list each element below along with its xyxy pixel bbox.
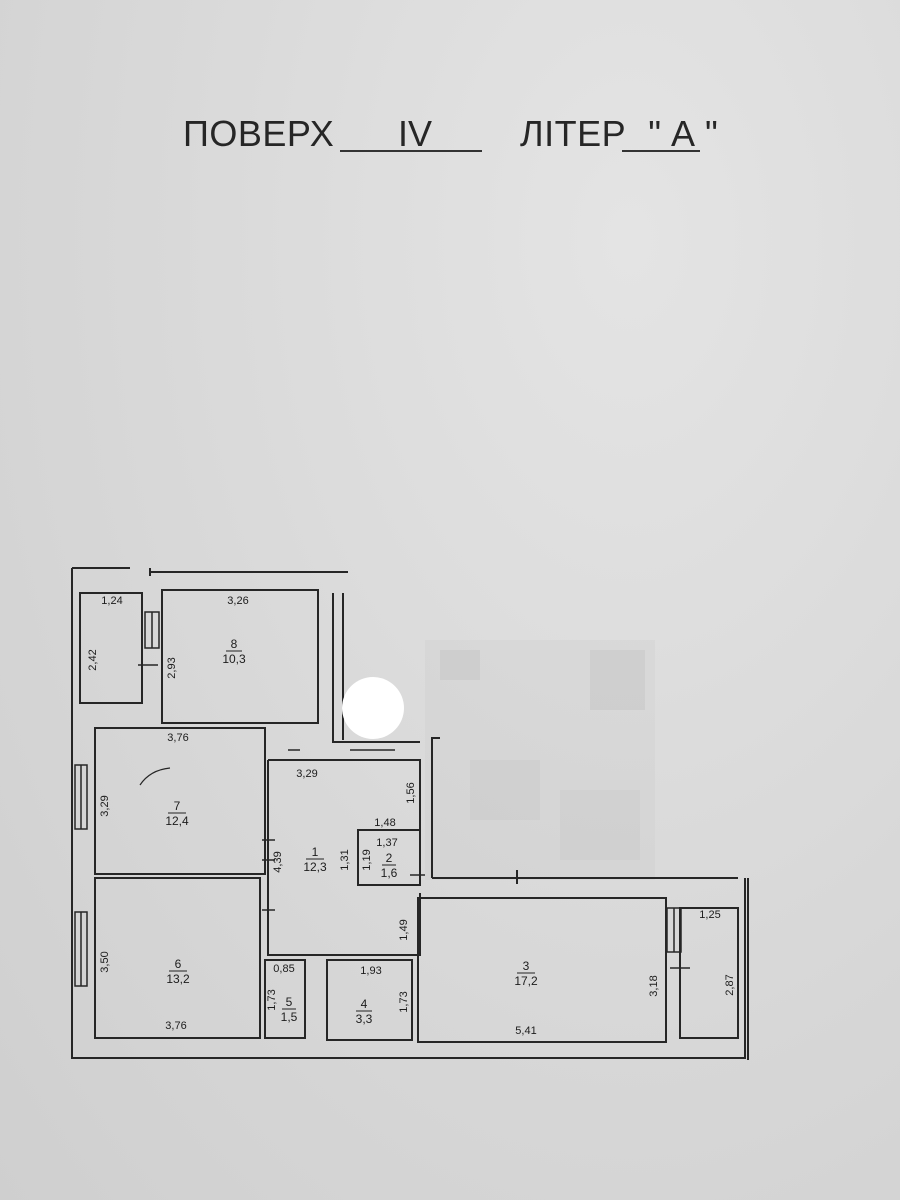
dim-1-48: 1,48 xyxy=(374,817,395,829)
room-2-number: 2 xyxy=(386,851,393,865)
dim-0-85: 0,85 xyxy=(273,963,294,975)
room-6-area: 13,2 xyxy=(166,972,190,986)
dim-3-18: 3,18 xyxy=(648,975,660,996)
dim-3-50: 3,50 xyxy=(99,951,111,972)
room-3-number: 3 xyxy=(523,959,530,973)
dim-1-25: 1,25 xyxy=(699,909,720,921)
room-6-number: 6 xyxy=(175,957,182,971)
dim-1-37: 1,37 xyxy=(376,837,397,849)
dim-1-73-room5: 1,73 xyxy=(266,989,278,1010)
window-markers xyxy=(74,611,690,987)
dim-1-56: 1,56 xyxy=(405,782,417,803)
dim-3-26: 3,26 xyxy=(227,595,248,607)
liter-underline xyxy=(622,150,700,152)
floor-value: IV xyxy=(397,113,432,154)
dim-1-24: 1,24 xyxy=(101,595,122,607)
room-2-area: 1,6 xyxy=(381,866,398,880)
dim-3-29-left: 3,29 xyxy=(99,795,111,816)
room-5-area: 1,5 xyxy=(281,1010,298,1024)
walls xyxy=(71,567,749,1060)
white-blot xyxy=(342,677,404,739)
dim-3-76-top: 3,76 xyxy=(167,732,188,744)
dim-1-73-room4: 1,73 xyxy=(398,991,410,1012)
dim-1-93: 1,93 xyxy=(360,965,381,977)
dim-1-31: 1,31 xyxy=(339,849,351,870)
dim-1-49: 1,49 xyxy=(398,919,410,940)
dim-3-29-corridor: 3,29 xyxy=(296,768,317,780)
room-8-area: 10,3 xyxy=(222,652,246,666)
liter-label: ЛІТЕР xyxy=(520,113,627,154)
dim-1-19: 1,19 xyxy=(361,849,373,870)
room-4-number: 4 xyxy=(361,997,368,1011)
dimension-labels: 1,24 2,42 3,26 2,93 3,76 3,29 3,29 1,56 … xyxy=(87,595,736,1037)
dim-2-87: 2,87 xyxy=(724,974,736,995)
room-labels: 8 10,3 7 12,4 1 12,3 2 1,6 6 13,2 3 17,2… xyxy=(165,637,538,1026)
plan-header: ПОВЕРХ IV ЛІТЕР " А " xyxy=(0,112,900,162)
door-swing-arc xyxy=(139,767,171,786)
dim-2-93: 2,93 xyxy=(166,657,178,678)
room-5-number: 5 xyxy=(286,995,293,1009)
room-1-area: 12,3 xyxy=(303,860,327,874)
liter-value: " А " xyxy=(648,113,718,154)
dim-2-42: 2,42 xyxy=(87,649,99,670)
dim-4-39: 4,39 xyxy=(272,851,284,872)
room-3-area: 17,2 xyxy=(514,974,538,988)
floor-label: ПОВЕРХ xyxy=(183,113,335,154)
room-8-number: 8 xyxy=(231,637,238,651)
floor-underline xyxy=(340,150,482,152)
room-7-number: 7 xyxy=(174,799,181,813)
dim-3-76-bottom: 3,76 xyxy=(165,1020,186,1032)
dim-5-41: 5,41 xyxy=(515,1025,536,1037)
toner-smudge xyxy=(425,640,655,880)
room-7-area: 12,4 xyxy=(165,814,189,828)
room-1-number: 1 xyxy=(312,845,319,859)
room-4-area: 3,3 xyxy=(356,1012,373,1026)
